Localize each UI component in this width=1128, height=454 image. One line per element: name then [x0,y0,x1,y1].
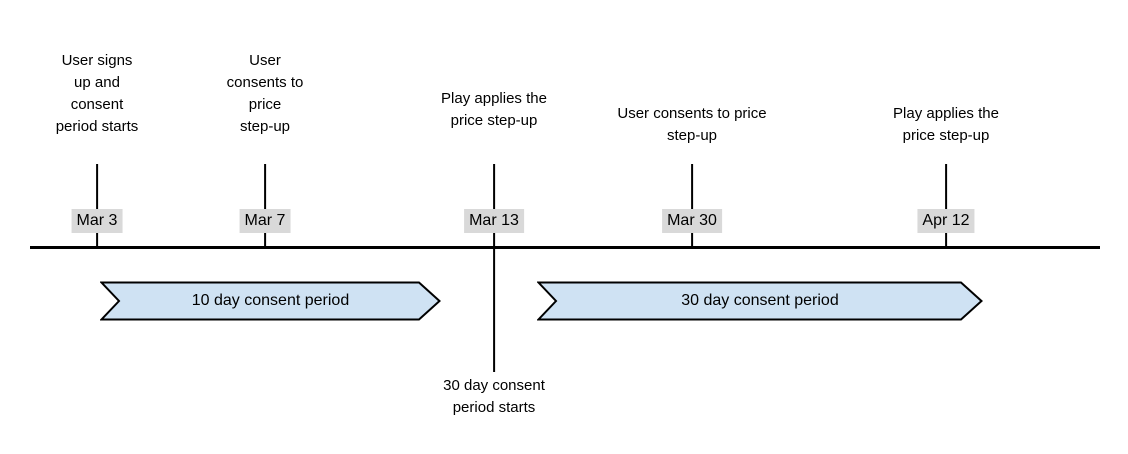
event-tick-line [691,164,693,248]
event-date-badge: Mar 13 [464,209,524,233]
event-label: Play applies the price step-up [893,105,999,144]
event-label: Play applies the price step-up [441,90,547,129]
timeline-axis-line [30,246,1100,249]
event-below-label: 30 day consent period starts [443,377,545,416]
event-label: User consents to price step-up [617,105,767,144]
event-date-badge: Mar 3 [71,209,123,233]
ribbon-arrow-shape [100,281,441,321]
period-arrow-label: 10 day consent period [191,292,350,309]
event-label: User signs up and consent period starts [55,52,139,135]
event-date-badge: Apr 12 [917,209,975,233]
event-tick-line [264,164,266,248]
event-tick-line [96,164,98,248]
event-tick-line [493,164,495,372]
ribbon-arrow-shape [537,281,983,321]
consent-period-arrow-10day: 10 day consent period [100,281,441,321]
event-date-badge: Mar 30 [662,209,722,233]
event-label: User consents to price step-up [226,52,304,135]
event-tick-line [945,164,947,248]
consent-period-arrow-30day: 30 day consent period [537,281,983,321]
period-arrow-label: 30 day consent period [681,292,839,309]
event-date-badge: Mar 7 [239,209,291,233]
